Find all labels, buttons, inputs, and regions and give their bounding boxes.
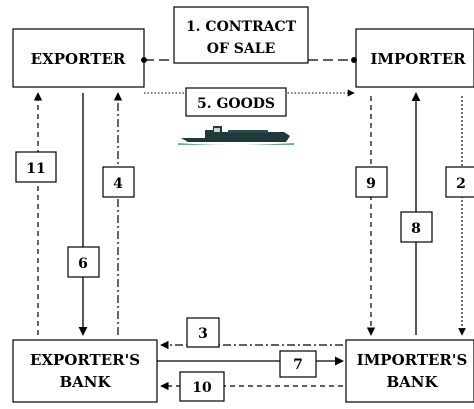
contract-label-line1: 1. CONTRACT <box>186 19 297 35</box>
step-3-box: 3 <box>187 318 219 347</box>
step-8-box: 8 <box>401 212 432 242</box>
step-7-label: 7 <box>293 357 303 373</box>
step-4-label: 4 <box>113 176 123 192</box>
step-2-label: 2 <box>456 176 466 192</box>
step-8-label: 8 <box>411 221 421 237</box>
goods-label: 5. GOODS <box>197 96 275 112</box>
importer-bank-label-line1: IMPORTER'S <box>357 351 468 369</box>
cargo-ship-icon <box>178 126 294 145</box>
step-4-box: 4 <box>103 167 134 197</box>
importer-bank-box: IMPORTER'S BANK <box>346 340 474 402</box>
importer-label: IMPORTER <box>370 50 466 68</box>
exporter-bank-label-line2: BANK <box>59 373 111 391</box>
contract-label-line2: OF SALE <box>207 41 276 57</box>
exporter-bank-box: EXPORTER'S BANK <box>13 340 157 402</box>
step-3-label: 3 <box>198 326 208 342</box>
importer-box: IMPORTER <box>356 29 474 87</box>
step-9-label: 9 <box>366 176 376 192</box>
step-9-box: 9 <box>356 167 387 197</box>
exporter-box: EXPORTER <box>13 29 144 87</box>
importer-bank-label-line2: BANK <box>386 373 438 391</box>
step-10-label: 10 <box>192 380 212 396</box>
step-6-label: 6 <box>78 256 88 272</box>
step-11-box: 11 <box>16 152 56 182</box>
step-7-box: 7 <box>280 351 316 377</box>
goods-box: 5. GOODS <box>186 88 286 116</box>
contract-of-sale-box: 1. CONTRACT OF SALE <box>174 7 308 63</box>
step-10-box: 10 <box>180 372 224 401</box>
step-11-label: 11 <box>26 161 45 177</box>
step-2-box: 2 <box>446 167 474 197</box>
exporter-bank-label-line1: EXPORTER'S <box>30 351 140 369</box>
exporter-label: EXPORTER <box>31 50 126 68</box>
step-6-box: 6 <box>68 247 99 277</box>
